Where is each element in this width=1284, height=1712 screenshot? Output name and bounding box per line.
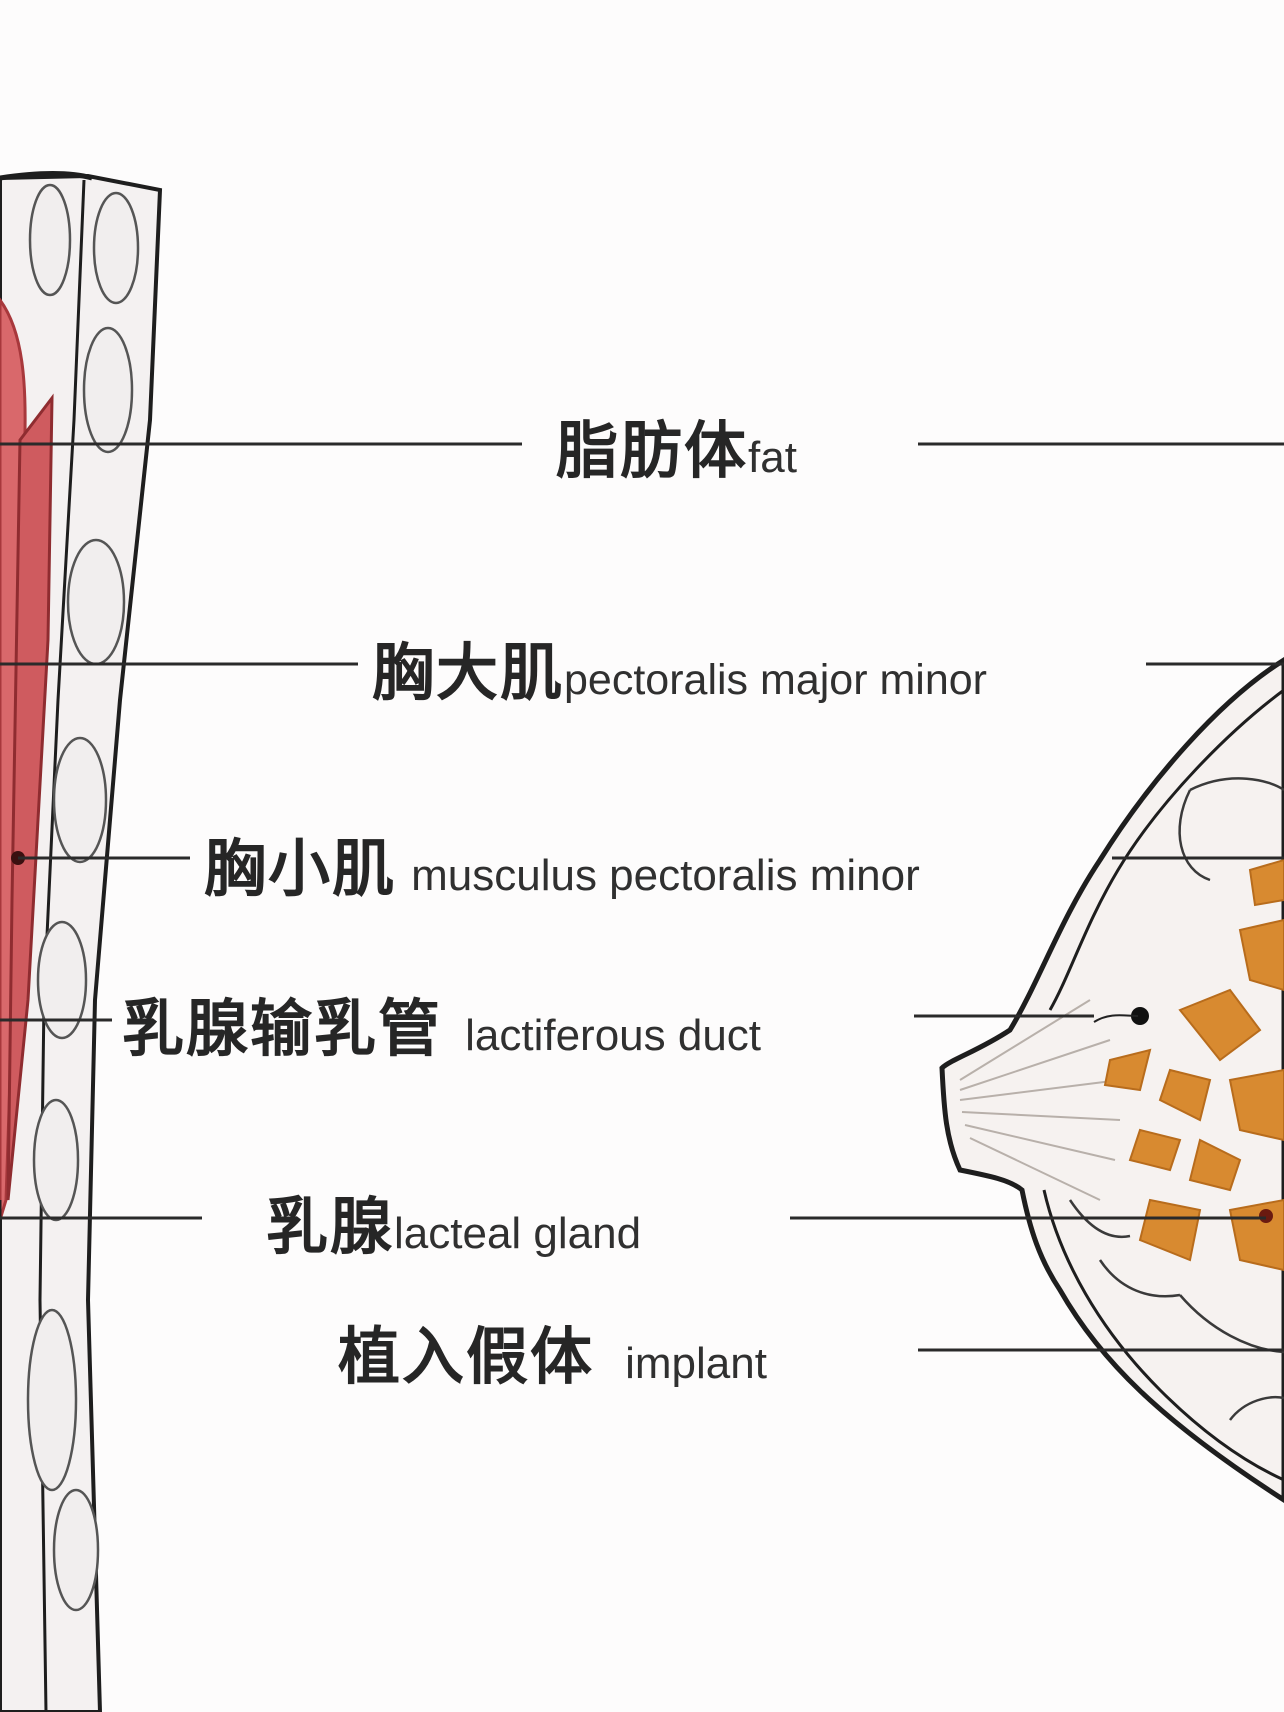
label-lactiferous-duct-en: lactiferous duct <box>465 1011 762 1060</box>
label-pectoralis-major-zh: 胸大肌 <box>372 636 565 709</box>
chest-wall <box>0 171 163 1712</box>
breast-profile <box>939 657 1284 1503</box>
label-lacteal-gland: 乳腺lacteal gland <box>266 1176 641 1266</box>
leader-lines <box>0 442 1284 1352</box>
fat-lobules <box>26 183 140 1612</box>
label-pectoralis-major: 胸大肌pectoralis major minor <box>372 622 987 712</box>
label-pectoralis-minor-zh: 胸小肌 <box>204 832 397 905</box>
label-implant: 植入假体 implant <box>338 1306 767 1396</box>
label-lactiferous-duct-zh: 乳腺输乳管 <box>122 992 443 1065</box>
label-fat-en: fat <box>748 433 797 482</box>
label-lacteal-gland-zh: 乳腺 <box>266 1190 395 1263</box>
label-fat: 脂肪体fat <box>556 400 797 490</box>
label-fat-zh: 脂肪体 <box>556 414 749 487</box>
pectoralis-minor-muscle <box>6 393 54 1201</box>
label-pectoralis-major-en: pectoralis major minor <box>564 656 987 704</box>
label-pectoralis-minor: 胸小肌 musculus pectoralis minor <box>204 818 920 908</box>
label-lactiferous-duct: 乳腺输乳管 lactiferous duct <box>122 978 761 1068</box>
label-implant-zh: 植入假体 <box>338 1320 595 1393</box>
label-lacteal-gland-en: lacteal gland <box>394 1209 642 1258</box>
label-implant-en: implant <box>625 1339 767 1388</box>
label-pectoralis-minor-en: musculus pectoralis minor <box>411 851 920 900</box>
